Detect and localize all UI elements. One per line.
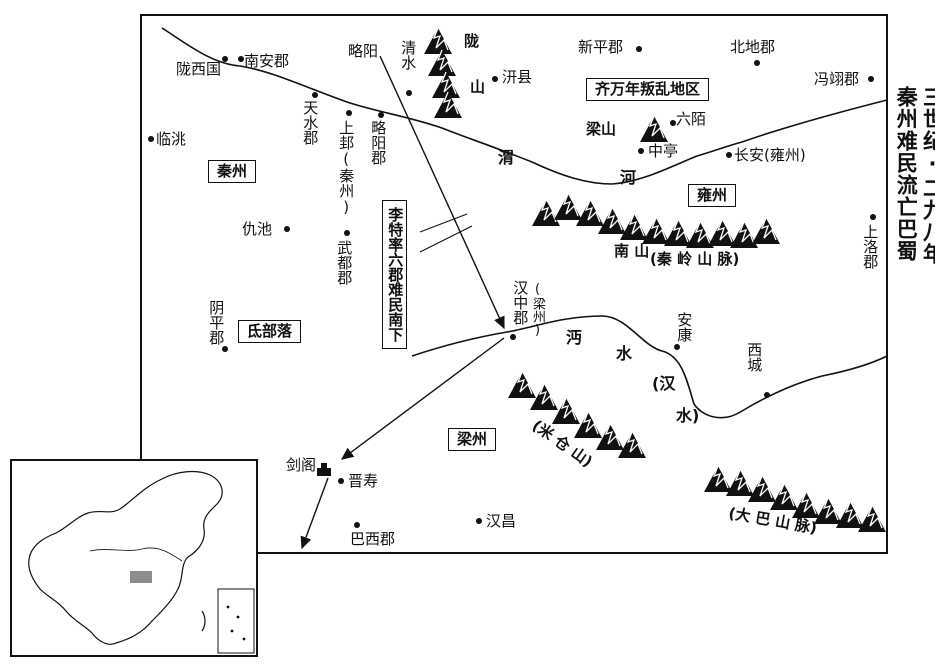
town-dot-jinshou [338,478,344,484]
label-changan: 长安(雍州) [734,146,806,164]
town-dot-xinping [636,46,642,52]
inset-internal-border [89,547,183,562]
region-yongzhou: 雍州 [688,184,737,207]
river-label-mian-1: 沔 [566,328,583,347]
label-bax: 巴西郡 [350,530,396,548]
river-label-wei-2: 河 [620,168,637,187]
town-dot-hanzhong [510,334,516,340]
map-title-line1: 三世纪·二九八年 [920,86,935,265]
town-dot-longxi [222,56,228,62]
main-map-canvas [161,27,888,550]
inset-south-sea-box [217,588,255,654]
town-dot-yinping [222,346,228,352]
label-hanzhong-note: (梁州) [530,282,546,338]
town-dot-shanggui [346,110,352,116]
label-pingyi: 冯翊郡 [814,70,860,88]
mountain-label-long-1: 陇 [464,32,480,50]
region-liangzhou: 梁州 [448,428,497,451]
inset-china-outline [28,470,223,645]
label-chouchi: 仇池 [242,220,273,238]
note-callout-lower [419,225,473,253]
mountain-label-qinling: (秦 岭 山 脉) [650,250,740,268]
town-dot-beidi [754,60,760,66]
town-dot-tianshui [312,92,318,98]
label-jinshou: 晋寿 [348,472,379,490]
town-dot-chouchi [284,226,290,232]
river-label-han-2: 水) [676,406,700,425]
label-wudu: 武都郡 [335,240,354,285]
qinling-range [531,193,781,249]
town-dot-xicheng [764,392,770,398]
label-shangluo: 上洛郡 [861,224,880,269]
town-dot-wudu [344,230,350,236]
label-liumo: 六陌 [676,110,707,128]
wei-river [161,27,888,185]
label-shanggui: 上邽(秦州) [337,120,356,216]
label-tianshui: 天水郡 [301,100,320,145]
label-lueyang-jun: 略阳郡 [369,120,388,165]
label-xinping: 新平郡 [578,38,624,56]
map-title: 三世纪·二九八年 秦州难民流亡巴蜀 [893,86,935,265]
label-xicheng: 西城 [745,342,764,372]
inset-highlight-region [130,571,152,583]
route-lueyang-hanzhong [379,55,505,330]
han-river [411,315,888,419]
label-jiange: 剑阁 [286,456,317,474]
region-rebellion: 齐万年叛乱地区 [586,78,710,101]
route-hanzhong-jiange [340,337,505,460]
label-nanan: 南安郡 [244,52,290,70]
route-jiange-south [300,477,329,550]
town-dot-qianxian [492,76,498,82]
town-dot-nanan [238,56,244,62]
label-yinping: 阴平郡 [207,300,226,345]
river-label-han-1: (汉 [652,374,676,393]
label-hanchang: 汉昌 [486,512,517,530]
town-dot-lueyang-jun [378,112,384,118]
pass-fortress-icon [317,463,331,476]
mountain-label-long-2: 山 [470,78,486,96]
label-qianxian: 汧县 [502,68,533,86]
town-dot-liumo [670,120,676,126]
river-label-mian-2: 水 [616,344,633,363]
town-dot-shangluo [870,214,876,220]
long-mountains [423,27,463,119]
label-longxi: 陇西国 [176,60,222,78]
inset-map-canvas [28,470,255,654]
town-dot-ankang [674,344,680,350]
town-dot-qingshui [406,90,412,96]
liangshan-peak [639,115,669,143]
town-dot-hanchang [476,518,482,524]
label-qingshui: 清水 [399,40,418,70]
main-map-frame: 秦州 雍州 梁州 氐部落 齐万年叛乱地区 李特率六郡难民南下 陇西国 南安郡 临… [140,14,888,554]
label-lintao: 临洮 [156,130,187,148]
town-dot-lintao [148,136,154,142]
label-hanzhong: 汉中郡 [511,280,530,325]
migration-note: 李特率六郡难民南下 [382,200,408,349]
town-dot-bax [354,522,360,528]
label-ankang: 安康 [675,312,694,342]
town-dot-pingyi [868,76,874,82]
label-lueyang-town: 略阳 [348,42,379,60]
mountain-label-nanshan: 南 山 [614,242,650,260]
map-title-line2: 秦州难民流亡巴蜀 [894,86,919,262]
label-beidi: 北地郡 [730,38,776,56]
label-liangshan: 梁山 [586,120,617,138]
town-dot-changan [726,152,732,158]
label-zhongting: 中亭 [648,142,679,160]
town-dot-zhongting [638,148,644,154]
river-label-wei-1: 渭 [498,148,515,167]
inset-map [10,459,258,657]
region-qinzhou: 秦州 [208,160,257,183]
note-callout-upper [419,213,468,233]
region-dibuluo: 氐部落 [238,320,302,343]
